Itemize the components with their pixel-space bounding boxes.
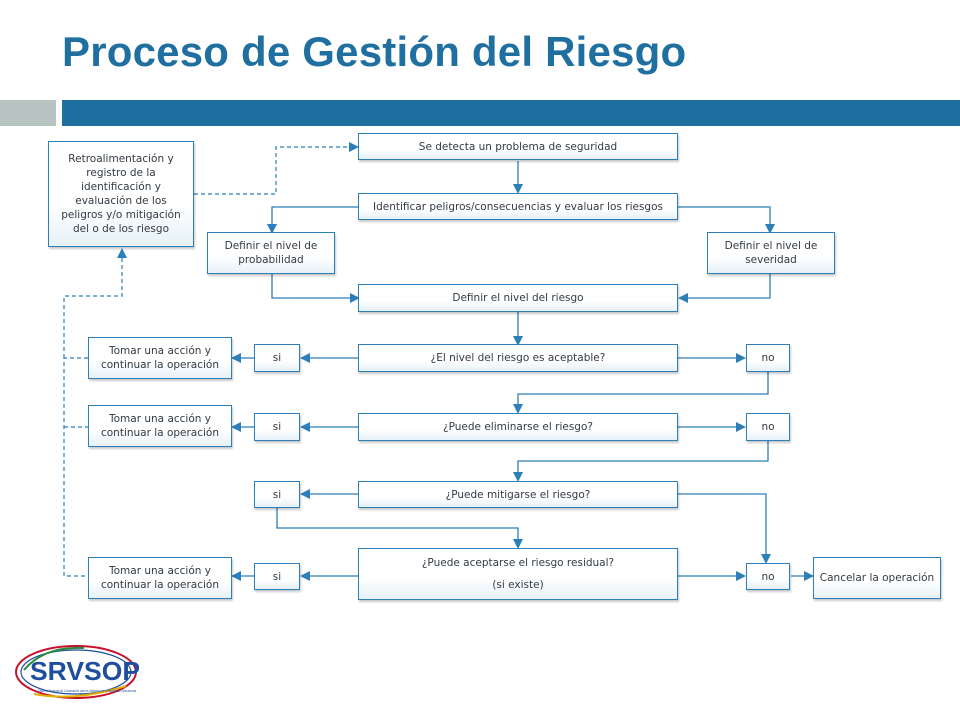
action-box-4: Tomar una acción y continuar la operació… [88,557,232,599]
si-box-eliminate: si [254,413,300,441]
connector-mitigate-no4 [678,493,771,564]
dashed-loop-to-feedback [63,248,127,358]
feedback-box: Retroalimentación y registro de la ident… [48,141,194,247]
risk-level-box: Definir el nivel del riesgo [358,284,678,312]
question-acceptable-box: ¿El nivel del riesgo es aceptable? [358,344,678,372]
si-box-mitigate: si [254,481,300,508]
severity-box: Definir el nivel de severidad [707,232,835,274]
connector-identify-probability [267,206,358,234]
question-residual-line2: (si existe) [492,579,544,591]
no-box-residual: no [746,563,790,590]
question-residual-line1: ¿Puede aceptarse el riesgo residual? [421,557,615,569]
action-box-1: Tomar una acción y continuar la operació… [88,337,232,379]
connector-identify-severity [678,206,775,234]
connector-si3-residual [276,508,523,549]
svg-text:SRVSOP: SRVSOP [30,656,140,686]
question-mitigate-box: ¿Puede mitigarse el riesgo? [358,481,678,508]
no-box-acceptable: no [746,344,790,372]
detect-problem-box: Se detecta un problema de seguridad [358,133,678,160]
si-box-residual: si [254,563,300,590]
cancel-operation-box: Cancelar la operación [813,557,941,599]
connector-severity-risk [678,274,771,303]
dashed-feedback-to-detect [194,142,359,195]
title-underline-blue [62,100,960,126]
si-box-acceptable: si [254,344,300,372]
no-box-eliminate: no [746,413,790,441]
title-underline-grey [0,100,56,126]
question-residual-box: ¿Puede aceptarse el riesgo residual? (si… [358,548,678,600]
srvsop-logo: SRVSOP Sistema Regional de Cooperación p… [15,645,140,699]
dashed-actions-loop [63,357,88,577]
svg-text:Sistema Regional de Cooperació: Sistema Regional de Cooperación para la … [38,689,136,693]
connector-probability-risk [271,274,360,303]
action-box-2: Tomar una acción y continuar la operació… [88,405,232,447]
identify-hazards-box: Identificar peligros/consecuencias y eva… [358,193,678,220]
page-title: Proceso de Gestión del Riesgo [62,28,687,75]
probability-box: Definir el nivel de probabilidad [207,232,335,274]
question-eliminate-box: ¿Puede eliminarse el riesgo? [358,413,678,441]
connector-no1-eliminate [513,372,769,414]
connector-no2-mitigate [513,441,769,482]
